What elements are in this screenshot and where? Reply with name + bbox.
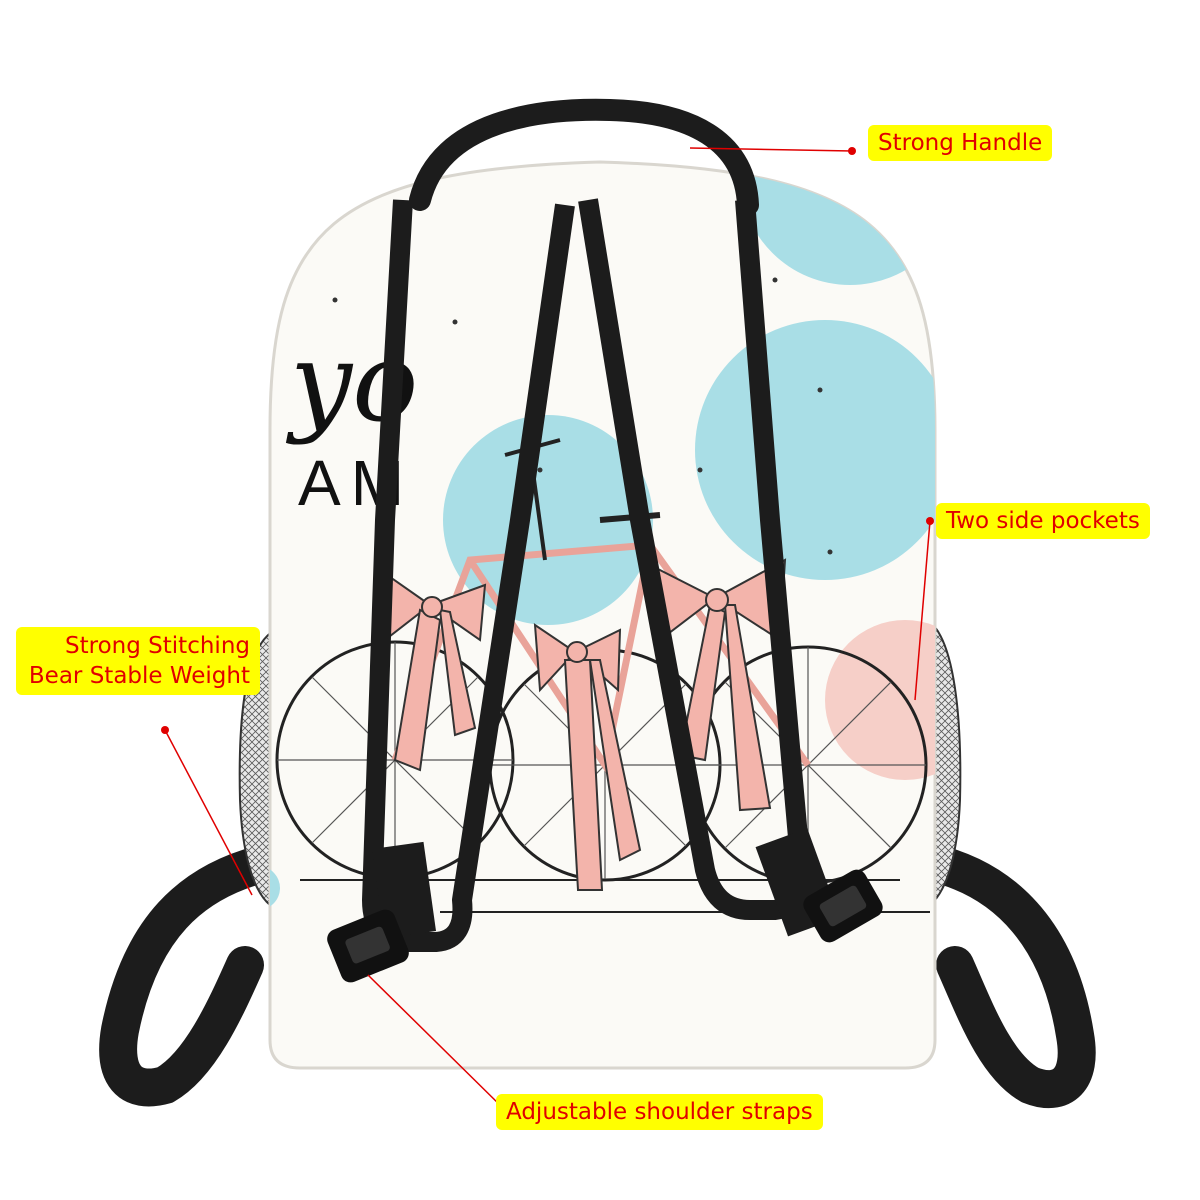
lower-strap-right xyxy=(911,843,1096,1109)
buckle-left xyxy=(327,909,409,983)
callout-adjustable-straps: Adjustable shoulder straps xyxy=(496,1094,823,1130)
print-circle-right xyxy=(695,320,935,580)
callout-side-pockets: Two side pockets xyxy=(936,503,1150,539)
callout-strong-handle: Strong Handle xyxy=(868,125,1053,161)
print-circle-top xyxy=(740,162,935,285)
lower-strap-left xyxy=(99,843,289,1107)
shoulder-strap-left xyxy=(362,199,575,952)
pink-bow xyxy=(533,623,642,891)
callout-stitching-line1: Strong Stitching xyxy=(65,633,250,659)
pink-bow xyxy=(648,558,787,812)
print-circle-left xyxy=(443,415,653,625)
top-handle xyxy=(409,98,759,216)
callout-leaders xyxy=(161,147,934,1114)
callout-strong-stitching: Strong Stitching Bear Stable Weight xyxy=(16,627,260,695)
buckle-right xyxy=(803,869,883,943)
callout-stitching-line2: Bear Stable Weight xyxy=(28,663,250,689)
